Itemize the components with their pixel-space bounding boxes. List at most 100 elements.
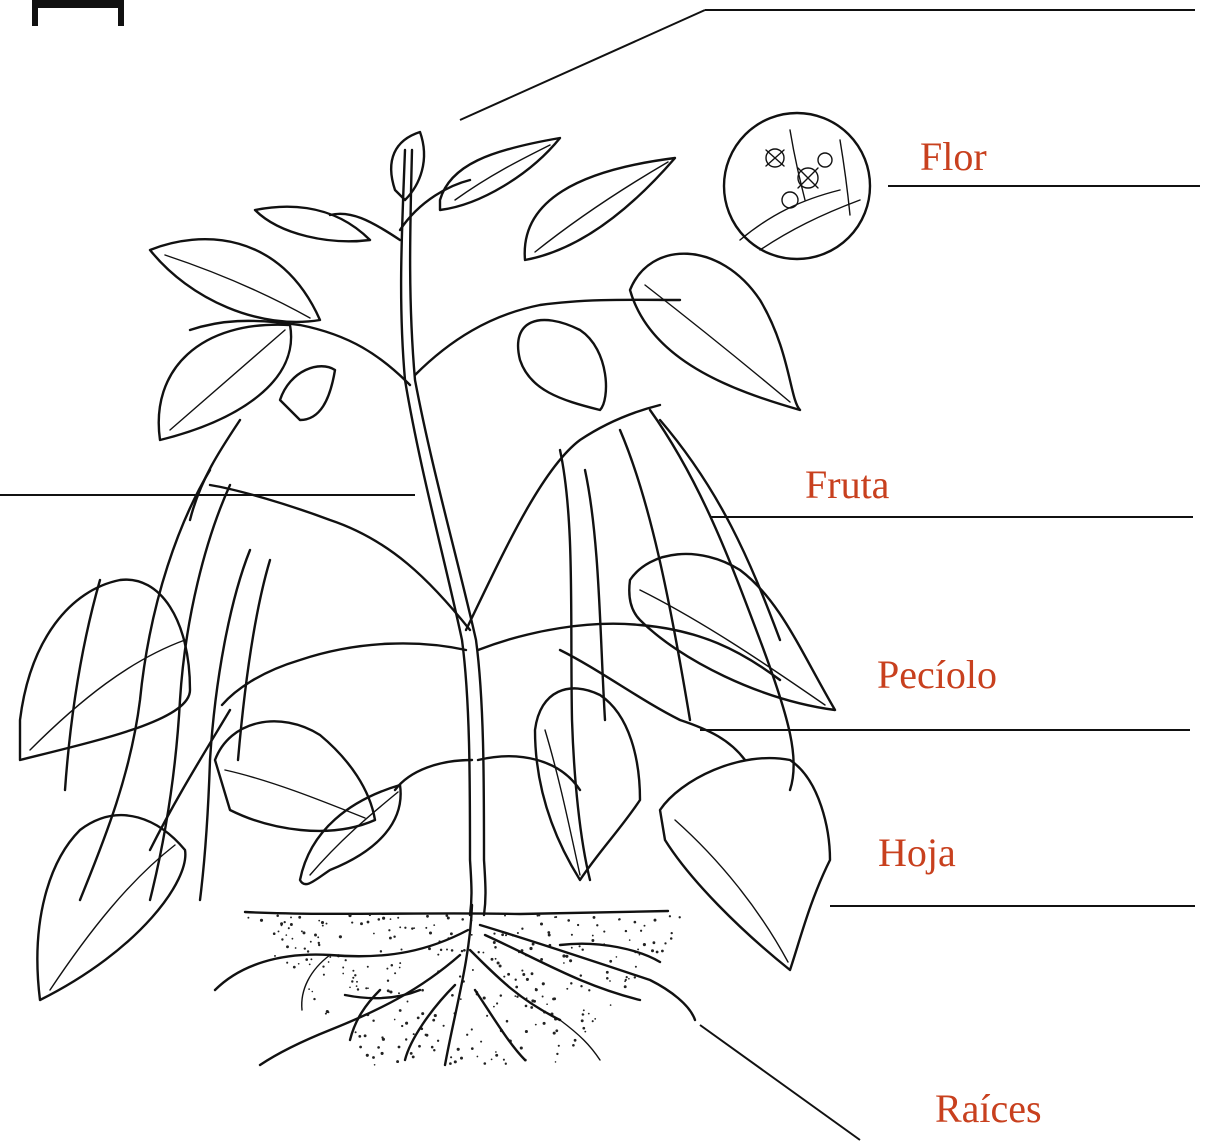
soil-dot <box>390 918 392 920</box>
soil-dot <box>451 994 454 997</box>
soil-dot <box>433 1049 435 1051</box>
soil-dot <box>421 989 424 992</box>
soil-dot <box>482 952 484 954</box>
soil-dot <box>388 929 390 931</box>
soil-dot <box>285 934 287 936</box>
soil-dot <box>547 931 550 934</box>
soil-dot <box>505 934 507 936</box>
soil-dot <box>298 916 301 919</box>
soil-dot <box>318 920 320 922</box>
soil-dot <box>354 974 356 976</box>
soil-dot <box>327 1011 329 1013</box>
soil-dot <box>634 976 636 978</box>
soil-dot <box>399 967 401 969</box>
soil-dot <box>381 1052 384 1055</box>
soil-dot <box>548 934 551 937</box>
soil-dot <box>276 915 279 918</box>
soil-dot <box>454 1060 457 1063</box>
soil-dot <box>369 914 371 916</box>
soil-dot <box>356 985 358 987</box>
soil-dot <box>651 949 654 952</box>
soil-dot <box>290 923 293 926</box>
soil-dot <box>471 1028 473 1030</box>
soil-dot <box>318 942 320 944</box>
soil-dot <box>580 985 582 987</box>
soil-dot <box>594 1018 596 1020</box>
soil-dot <box>378 918 381 921</box>
soil-dot <box>352 970 354 972</box>
soil-dot <box>571 934 573 936</box>
soil-dot <box>592 935 594 937</box>
soil-dot <box>400 948 402 950</box>
soil-dot <box>367 966 369 968</box>
soil-dot <box>389 990 392 993</box>
stem <box>150 150 780 915</box>
soil-dot <box>654 919 657 922</box>
soil-dot <box>577 924 579 926</box>
soil-dot <box>603 931 605 933</box>
soil-dot <box>507 973 510 976</box>
soil-dot <box>460 1057 463 1060</box>
soil-dot <box>555 1061 557 1063</box>
soil-dot <box>284 921 286 923</box>
soil-dot <box>310 941 312 943</box>
soil-dot <box>405 1038 407 1040</box>
soil-dot <box>329 956 331 958</box>
soil-dot <box>626 976 628 978</box>
soil-dot <box>298 963 300 965</box>
soil-dot <box>310 958 312 960</box>
soil-dot <box>417 1017 420 1020</box>
soil-dot <box>351 980 353 982</box>
soil-dot <box>581 948 583 950</box>
soil-dot <box>569 959 572 962</box>
soil-dot <box>588 989 590 991</box>
soil-dot <box>418 1045 421 1048</box>
soil-dot <box>503 976 505 978</box>
soil-dot <box>521 928 523 930</box>
soil-dot <box>540 922 543 925</box>
soil-dot <box>355 1031 357 1033</box>
soil-dot <box>274 955 276 957</box>
soil-dot <box>397 917 399 919</box>
soil-dot <box>429 931 432 934</box>
leaves <box>20 132 835 1000</box>
soil-dot <box>325 1013 327 1015</box>
soil-dot <box>434 1014 437 1017</box>
soil-dot <box>537 914 539 916</box>
soil-dot <box>399 962 401 964</box>
soil-dot <box>398 1046 401 1049</box>
soil-dot <box>542 982 545 985</box>
soil-dot <box>588 1013 590 1015</box>
soil-dot <box>247 917 249 919</box>
soil-dot <box>451 949 454 952</box>
soil-dot <box>446 914 449 917</box>
soil-dot <box>382 917 385 920</box>
soil-dot <box>525 1005 528 1008</box>
soil-dot <box>273 932 276 935</box>
soil-dot <box>606 977 609 980</box>
soil-dot <box>411 927 413 929</box>
soil-dot <box>661 950 664 953</box>
soil-dot <box>572 1044 575 1047</box>
soil-dot <box>634 921 637 924</box>
soil-dot <box>491 1059 493 1061</box>
soil-dot <box>546 1003 548 1005</box>
soil-dot <box>471 934 473 936</box>
soil-dot <box>592 1020 594 1022</box>
soil-dot <box>387 980 389 982</box>
soil-dot <box>522 973 525 976</box>
soil-dot <box>610 1004 612 1006</box>
soil-dot <box>496 1002 498 1004</box>
soil-dot <box>326 923 328 925</box>
soil-dot <box>583 1014 585 1016</box>
soil-dot <box>449 1062 452 1065</box>
soil-dot <box>322 965 324 967</box>
soil-dot <box>425 927 427 929</box>
soil-dot <box>309 964 311 966</box>
soil-dot <box>505 1063 507 1065</box>
soil <box>245 911 681 1066</box>
soil-dot <box>313 998 315 1000</box>
soil-dot <box>563 962 565 964</box>
soil-dot <box>358 1035 361 1038</box>
